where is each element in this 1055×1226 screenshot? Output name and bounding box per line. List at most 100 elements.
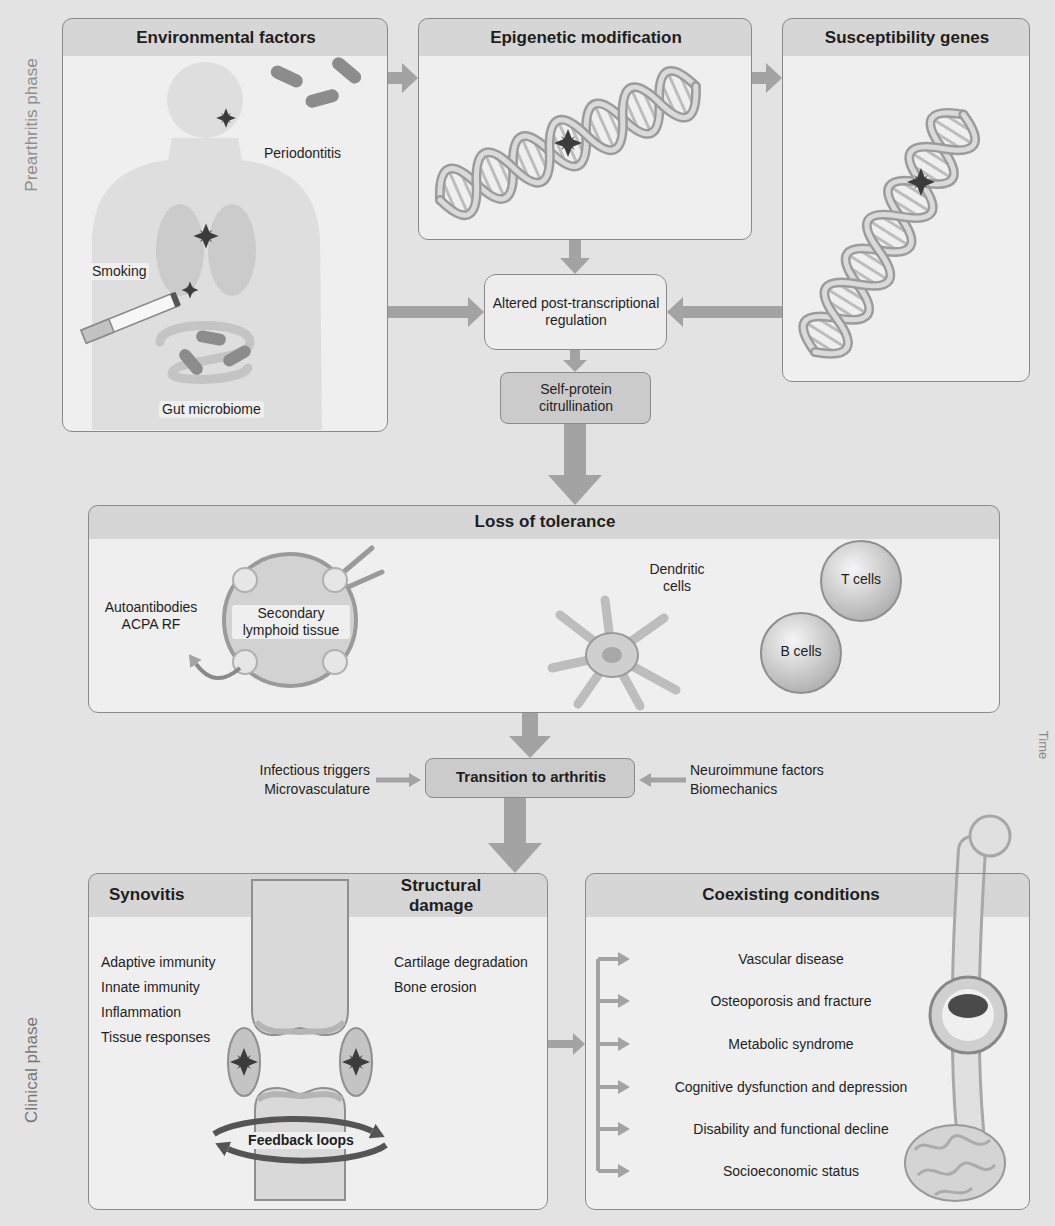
text-slot: Transition to arthritis	[430, 768, 632, 787]
process-box: Altered post-transcriptional regulation	[484, 274, 667, 350]
box-text: Self-protein citrullination	[507, 381, 645, 415]
box-text: Socioeconomic status	[723, 1163, 859, 1180]
inflammation-burst	[182, 282, 199, 299]
upper-bone	[252, 880, 348, 1035]
text-slot: Dendritic cells	[635, 561, 719, 595]
text-slot: Gut microbiome	[159, 401, 309, 420]
text-slot: Tissue responses	[101, 1029, 301, 1048]
bacterium	[195, 329, 227, 346]
connector-arrow	[504, 798, 526, 843]
cell-circle	[761, 613, 841, 693]
text-slot: T cells	[819, 571, 903, 590]
text-slot: Prearthritis phase	[22, 25, 42, 225]
box-text: Cartilage degradation	[394, 954, 528, 971]
connector-arrow	[388, 72, 402, 84]
box-text: Innate immunity	[101, 979, 200, 996]
header-band	[62, 18, 388, 56]
box-text: Autoantibodies ACPA RF	[105, 599, 198, 633]
cell-body	[586, 633, 638, 677]
vessel-section	[930, 977, 1006, 1053]
brain-outline	[905, 1125, 1005, 1201]
brain	[905, 1125, 1005, 1201]
box-fill-rect	[484, 274, 667, 350]
bracket-arrow	[598, 1127, 618, 1131]
inflammation-burst	[342, 1048, 370, 1076]
connector-arrow	[388, 306, 468, 318]
text-slot: Adaptive immunity	[101, 954, 301, 973]
text-slot: Vascular disease	[641, 951, 941, 970]
box-heading: Coexisting conditions	[702, 885, 880, 905]
cigarette-ember	[170, 292, 181, 307]
bracket-arrow	[598, 999, 618, 1003]
box-heading: Transition to arthritis	[456, 768, 606, 786]
brain-gyri	[915, 1136, 995, 1195]
box-text: B cells	[780, 643, 821, 660]
connector-arrow	[752, 72, 766, 84]
lung-shape	[208, 204, 256, 296]
bracket-arrow	[598, 1042, 618, 1046]
header-band	[88, 505, 1000, 539]
box-fill	[425, 758, 635, 798]
box-text: Vascular disease	[738, 951, 844, 968]
text-slot: Osteoporosis and fracture	[641, 993, 941, 1012]
box-fill	[500, 372, 651, 424]
box-fill-rect	[88, 505, 1000, 713]
factor-label: Neuroimmune factors	[690, 762, 824, 779]
text-slot: Synovitis	[109, 885, 259, 905]
process-box: Transition to arthritis	[425, 758, 635, 798]
box-fill-rect	[88, 873, 548, 1210]
process-panel: Epigenetic modification	[418, 18, 752, 240]
header-band	[418, 18, 752, 56]
bacterium	[177, 347, 205, 378]
follicle	[323, 650, 347, 674]
text-slot: Structural damage	[385, 876, 497, 917]
condition-bracket	[598, 959, 618, 1171]
box-text: Disability and functional decline	[693, 1121, 888, 1138]
text-slot: Infectious triggers	[220, 762, 370, 781]
box-text: Smoking	[89, 263, 149, 280]
box-fill	[88, 505, 1000, 713]
femur	[966, 816, 1010, 1130]
box-text: Secondary lymphoid tissue	[232, 605, 350, 639]
factor-label: Infectious triggers	[260, 762, 371, 779]
box-fill	[484, 274, 667, 350]
text-slot: Time	[1033, 695, 1053, 795]
bracket-arrow	[598, 957, 618, 961]
box-text: Tissue responses	[101, 1029, 210, 1046]
box-fill-rect	[425, 758, 635, 798]
box-fill-rect	[782, 18, 1030, 382]
text-slot: Loss of tolerance	[89, 512, 1001, 532]
text-slot: Altered post-transcriptional regulation	[491, 295, 661, 329]
text-slot: Environmental factors	[63, 28, 389, 48]
box-text: Cognitive dysfunction and depression	[675, 1079, 908, 1096]
phase-label: Clinical phase	[22, 1017, 42, 1123]
dendritic-cell	[552, 600, 676, 706]
bacterium	[221, 343, 253, 368]
text-slot: Epigenetic modification	[419, 28, 753, 48]
bracket-arrow	[598, 1085, 618, 1089]
connector-arrow	[683, 306, 782, 318]
factor-arrow	[376, 778, 409, 783]
b-cell: B cells	[759, 611, 843, 695]
box-text: Inflammation	[101, 1004, 181, 1021]
box-text: Gut microbiome	[159, 401, 264, 418]
synovium	[228, 1028, 260, 1096]
bracket-arrow	[598, 1169, 618, 1173]
box-heading: Environmental factors	[136, 28, 316, 48]
process-box: Self-protein citrullination	[500, 372, 651, 424]
person-silhouette	[81, 54, 364, 430]
text-slot: Inflammation	[101, 1004, 301, 1023]
bacterium	[329, 54, 363, 86]
connector-arrow	[570, 350, 580, 360]
follicle	[323, 568, 347, 592]
text-slot: Socioeconomic status	[641, 1163, 941, 1182]
lymph-node	[196, 548, 382, 686]
text-slot: Bone erosion	[394, 979, 544, 998]
head-shape	[167, 62, 243, 138]
connector-arrow	[548, 1040, 573, 1048]
text-slot: Coexisting conditions	[641, 885, 941, 905]
dendrite	[552, 600, 676, 706]
box-heading: Epigenetic modification	[490, 28, 682, 48]
